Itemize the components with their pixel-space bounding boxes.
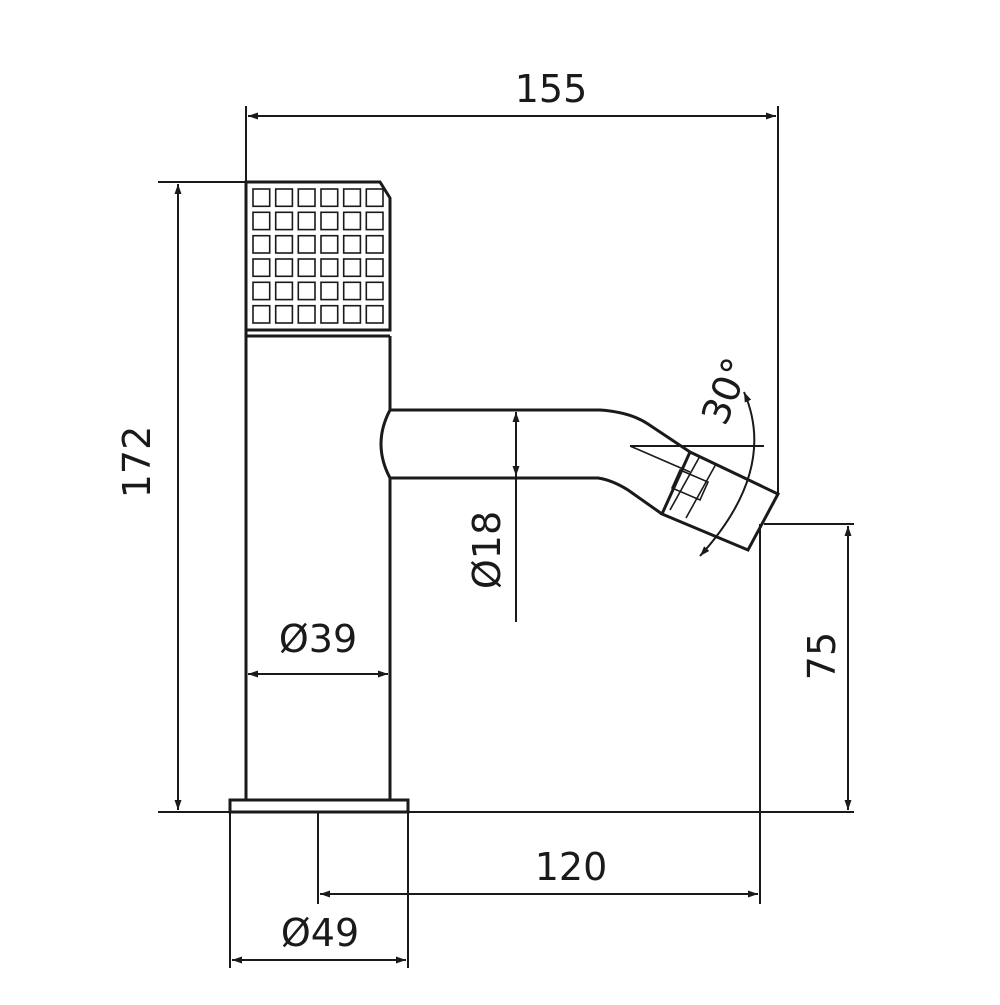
handle-grid-cell (252, 188, 271, 208)
handle-grid-cell (342, 281, 362, 301)
body-cylinder (244, 328, 392, 800)
handle-grid-cell (320, 258, 339, 278)
dimension-overall-width: 155 (245, 67, 779, 494)
handle-grid-cell (320, 188, 339, 208)
handle-grid-cell (320, 281, 339, 301)
handle-grid-cell (297, 211, 316, 231)
handle-grid-cell (274, 234, 294, 254)
handle-grid-cell (252, 258, 271, 278)
handle-grid-cell (342, 258, 362, 278)
handle-grid-cell (274, 188, 294, 208)
handle-grid-cell (365, 258, 384, 278)
base-plate (228, 798, 410, 814)
handle-grid-cell (274, 211, 294, 231)
dimension-body-diameter-label: Ø39 (279, 617, 357, 661)
handle-grid-cell (342, 304, 362, 324)
handle-grid-cell (297, 234, 316, 254)
dimension-overall-width-label: 155 (515, 67, 588, 111)
handle-grid-cell (342, 234, 362, 254)
handle-grid-cell (342, 188, 362, 208)
handle-grid-cell (274, 281, 294, 301)
handle-grid-cell (297, 281, 316, 301)
handle-grid-cell (320, 234, 339, 254)
dimension-spout-reach-label: 120 (535, 845, 608, 889)
handle-grid-cell (365, 281, 384, 301)
dimension-spout-diameter-label: Ø18 (465, 511, 509, 589)
dimension-spout-reach: 120 (317, 524, 761, 904)
handle-grid-cell (365, 188, 384, 208)
handle-grid-cell (252, 281, 271, 301)
handle-grid-cell (274, 258, 294, 278)
handle-grid-cell (252, 234, 271, 254)
handle-grid (244, 180, 392, 332)
dimension-base-diameter: Ø49 (229, 812, 409, 968)
handle-grid-cell (252, 211, 271, 231)
faucet-outline (228, 180, 781, 814)
dimension-height-label: 172 (115, 426, 159, 499)
handle-grid-cell (252, 304, 271, 324)
dimension-spout-diameter: Ø18 (465, 412, 520, 622)
handle-grid-cell (342, 211, 362, 231)
handle-grid-cell (365, 304, 384, 324)
spout (390, 408, 691, 516)
dimension-spout-height-label: 75 (800, 632, 844, 680)
dimension-spout-angle-label: 30° (693, 352, 759, 431)
handle-grid-cell (297, 188, 316, 208)
dimension-spout-height: 75 (408, 523, 854, 813)
handle-grid-cell (365, 234, 384, 254)
handle-grid-cell (297, 304, 316, 324)
handle-grid-cell (365, 211, 384, 231)
handle-grid-cell (320, 304, 339, 324)
handle-grid-cell (320, 211, 339, 231)
dimension-height: 172 (115, 181, 246, 813)
handle-grid-cell (297, 258, 316, 278)
dimension-base-diameter-label: Ø49 (281, 911, 359, 955)
handle-grid-cell (274, 304, 294, 324)
dimension-body-diameter: Ø39 (248, 617, 388, 678)
